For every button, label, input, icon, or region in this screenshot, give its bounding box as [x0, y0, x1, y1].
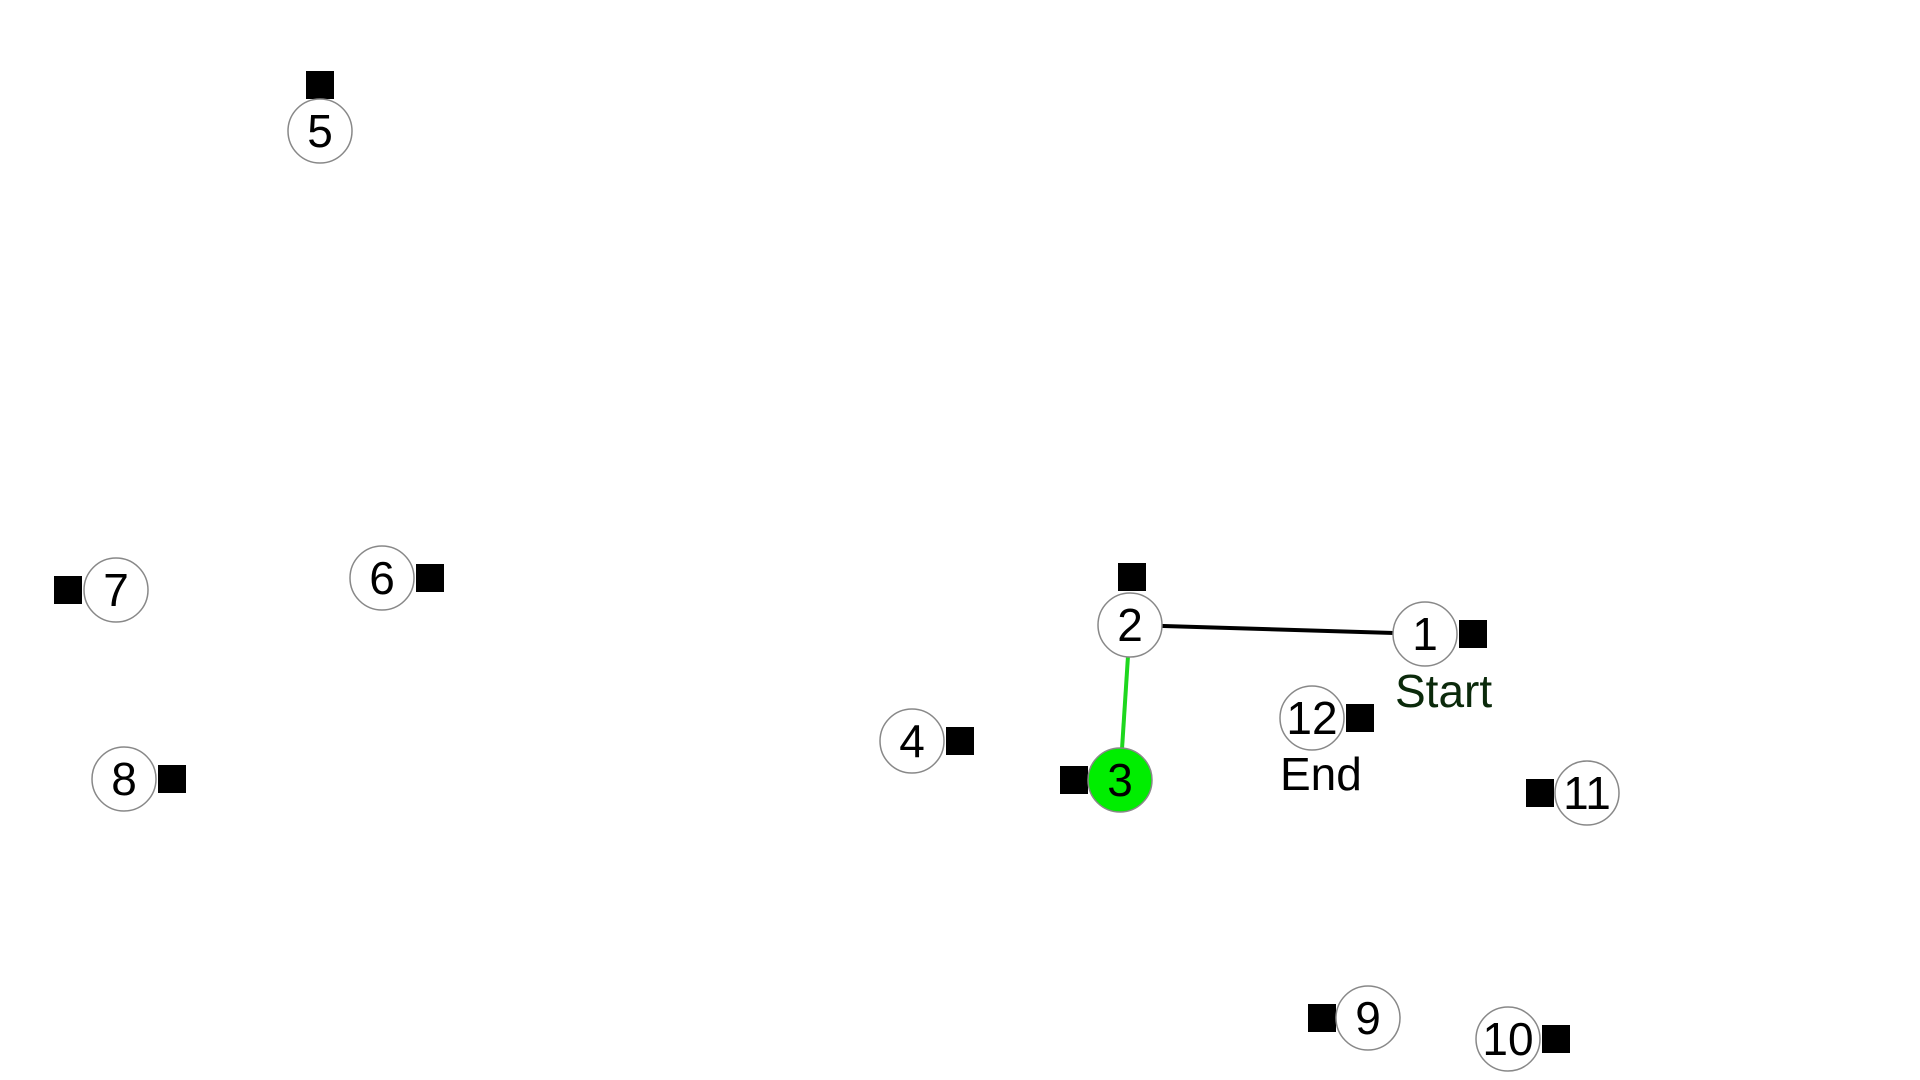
node-4[interactable]: 4 [879, 708, 945, 774]
node-11-circle[interactable] [1554, 760, 1620, 826]
node-6-label: 6 [369, 552, 395, 604]
node-7[interactable]: 7 [83, 557, 149, 623]
node-2-marker [1118, 563, 1146, 591]
node-2[interactable]: 2 [1097, 592, 1163, 658]
node-8[interactable]: 8 [91, 746, 157, 812]
node-10[interactable]: 10 [1475, 1006, 1541, 1072]
node-6-marker [416, 564, 444, 592]
edges-layer [1118, 623, 1426, 781]
node-7-marker [54, 576, 82, 604]
node-3-circle[interactable] [1087, 747, 1153, 813]
node-8-marker [158, 765, 186, 793]
node-7-circle[interactable] [83, 557, 149, 623]
markers-layer [54, 71, 1570, 1053]
node-12-marker [1346, 704, 1374, 732]
node-3-marker [1060, 766, 1088, 794]
node-8-circle[interactable] [91, 746, 157, 812]
node-10-label: 10 [1482, 1013, 1533, 1065]
node-11-label: 11 [1563, 767, 1611, 819]
node-5-circle[interactable] [287, 98, 353, 164]
node-6-circle[interactable] [349, 545, 415, 611]
edge-2-1 [1129, 623, 1426, 636]
node-9-circle[interactable] [1335, 985, 1401, 1051]
node-10-circle[interactable] [1475, 1006, 1541, 1072]
start-label: Start [1395, 665, 1492, 717]
end-label: End [1280, 748, 1362, 800]
node-9[interactable]: 9 [1335, 985, 1401, 1051]
node-4-circle[interactable] [879, 708, 945, 774]
node-5-label: 5 [307, 105, 333, 157]
node-1-marker [1459, 620, 1487, 648]
node-7-label: 7 [103, 564, 129, 616]
node-9-label: 9 [1355, 992, 1381, 1044]
node-1[interactable]: 1 [1392, 601, 1458, 667]
node-12-circle[interactable] [1279, 685, 1345, 751]
node-1-circle[interactable] [1392, 601, 1458, 667]
node-3[interactable]: 3 [1087, 747, 1153, 813]
node-10-marker [1542, 1025, 1570, 1053]
node-5-marker [306, 71, 334, 99]
node-2-label: 2 [1117, 599, 1143, 651]
node-2-circle[interactable] [1097, 592, 1163, 658]
node-4-marker [946, 727, 974, 755]
node-12[interactable]: 12 [1279, 685, 1345, 751]
node-11[interactable]: 11 [1554, 760, 1620, 826]
node-9-marker [1308, 1004, 1336, 1032]
node-4-label: 4 [899, 715, 925, 767]
node-1-label: 1 [1412, 608, 1438, 660]
node-11-marker [1526, 779, 1554, 807]
node-5[interactable]: 5 [287, 98, 353, 164]
node-6[interactable]: 6 [349, 545, 415, 611]
node-12-label: 12 [1286, 692, 1337, 744]
node-3-label: 3 [1107, 754, 1133, 806]
node-8-label: 8 [111, 753, 137, 805]
